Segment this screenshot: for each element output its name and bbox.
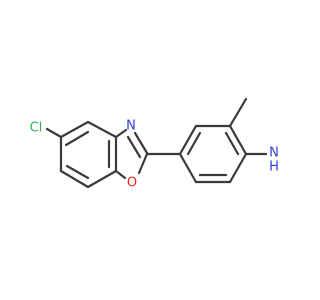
bond-methyl xyxy=(228,97,248,128)
bonds xyxy=(45,97,268,189)
bond-a3-a4-inner xyxy=(224,131,240,156)
bond-c2-o xyxy=(137,152,149,175)
bond-b5-b6 xyxy=(59,169,90,189)
bond-b3-n xyxy=(114,128,128,139)
bond-a4-a5 xyxy=(228,152,248,184)
bond-b5-b6-inner xyxy=(65,164,90,180)
bond-b4-b5 xyxy=(86,169,118,189)
bond-cl-c xyxy=(45,127,63,139)
bond-b2-b3 xyxy=(86,120,118,139)
bond-a1-a2-inner xyxy=(186,131,202,156)
oxygen-label: O xyxy=(127,176,137,191)
molecule-structure: Cl N O N H xyxy=(30,97,279,191)
structure-canvas: Cl N O N H xyxy=(30,97,279,191)
amine-nitrogen-label: N xyxy=(269,146,279,161)
bond-b1-b2 xyxy=(59,120,90,139)
bond-o-b4 xyxy=(114,169,127,180)
bond-a1-a2 xyxy=(178,124,198,156)
bond-n-c2-a xyxy=(133,131,149,155)
chlorine-label: Cl xyxy=(30,121,43,136)
bond-a3-a4 xyxy=(228,124,248,156)
nitrogen-label: N xyxy=(126,119,136,134)
bond-n-c2-b xyxy=(126,135,142,159)
bond-b1-b2-inner xyxy=(64,130,90,147)
amine-hydrogen-label: H xyxy=(269,160,279,175)
bond-a6-a1 xyxy=(178,152,198,184)
atom-labels: Cl N O N H xyxy=(30,119,279,191)
